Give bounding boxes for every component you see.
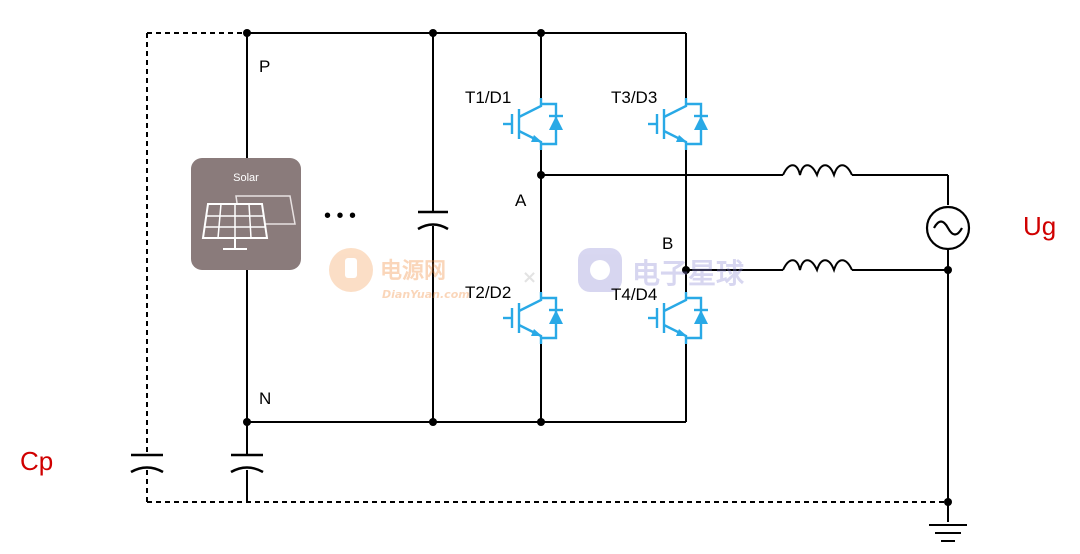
label-a: A <box>515 191 527 210</box>
solar-panel-title: Solar <box>233 172 259 184</box>
watermark: 电源网 DianYuan.com × 电子星球 <box>329 248 745 301</box>
inductor-b <box>782 259 853 274</box>
series-ellipsis: • • • <box>324 205 356 227</box>
dc-link-capacitor <box>417 210 449 231</box>
label-n: N <box>259 389 271 408</box>
parasitic-capacitor-right <box>230 453 264 474</box>
watermark-right-cn: 电子星球 <box>632 257 745 290</box>
inductor-a <box>782 164 853 179</box>
label-t2d2: T2/D2 <box>465 283 511 302</box>
watermark-separator: × <box>522 267 537 288</box>
igbt-t2 <box>501 290 565 346</box>
watermark-left-en: DianYuan.com <box>382 288 470 301</box>
solar-module-icon <box>201 195 296 250</box>
junctions <box>243 29 952 506</box>
label-ug: Ug <box>1023 211 1056 241</box>
wiring <box>246 32 949 522</box>
label-b: B <box>662 234 673 253</box>
solar-panel: Solar <box>191 158 301 270</box>
parasitic-path <box>146 32 948 503</box>
label-t3d3: T3/D3 <box>611 88 657 107</box>
grid-ac-source <box>925 205 971 251</box>
label-cp: Cp <box>20 446 53 476</box>
parasitic-capacitor-left <box>130 453 164 474</box>
watermark-left-cn: 电源网 <box>380 259 446 284</box>
label-t1d1: T1/D1 <box>465 88 511 107</box>
igbt-t1 <box>501 96 565 152</box>
label-t4d4: T4/D4 <box>611 285 657 304</box>
label-p: P <box>259 57 270 76</box>
ground-symbol <box>929 524 967 542</box>
